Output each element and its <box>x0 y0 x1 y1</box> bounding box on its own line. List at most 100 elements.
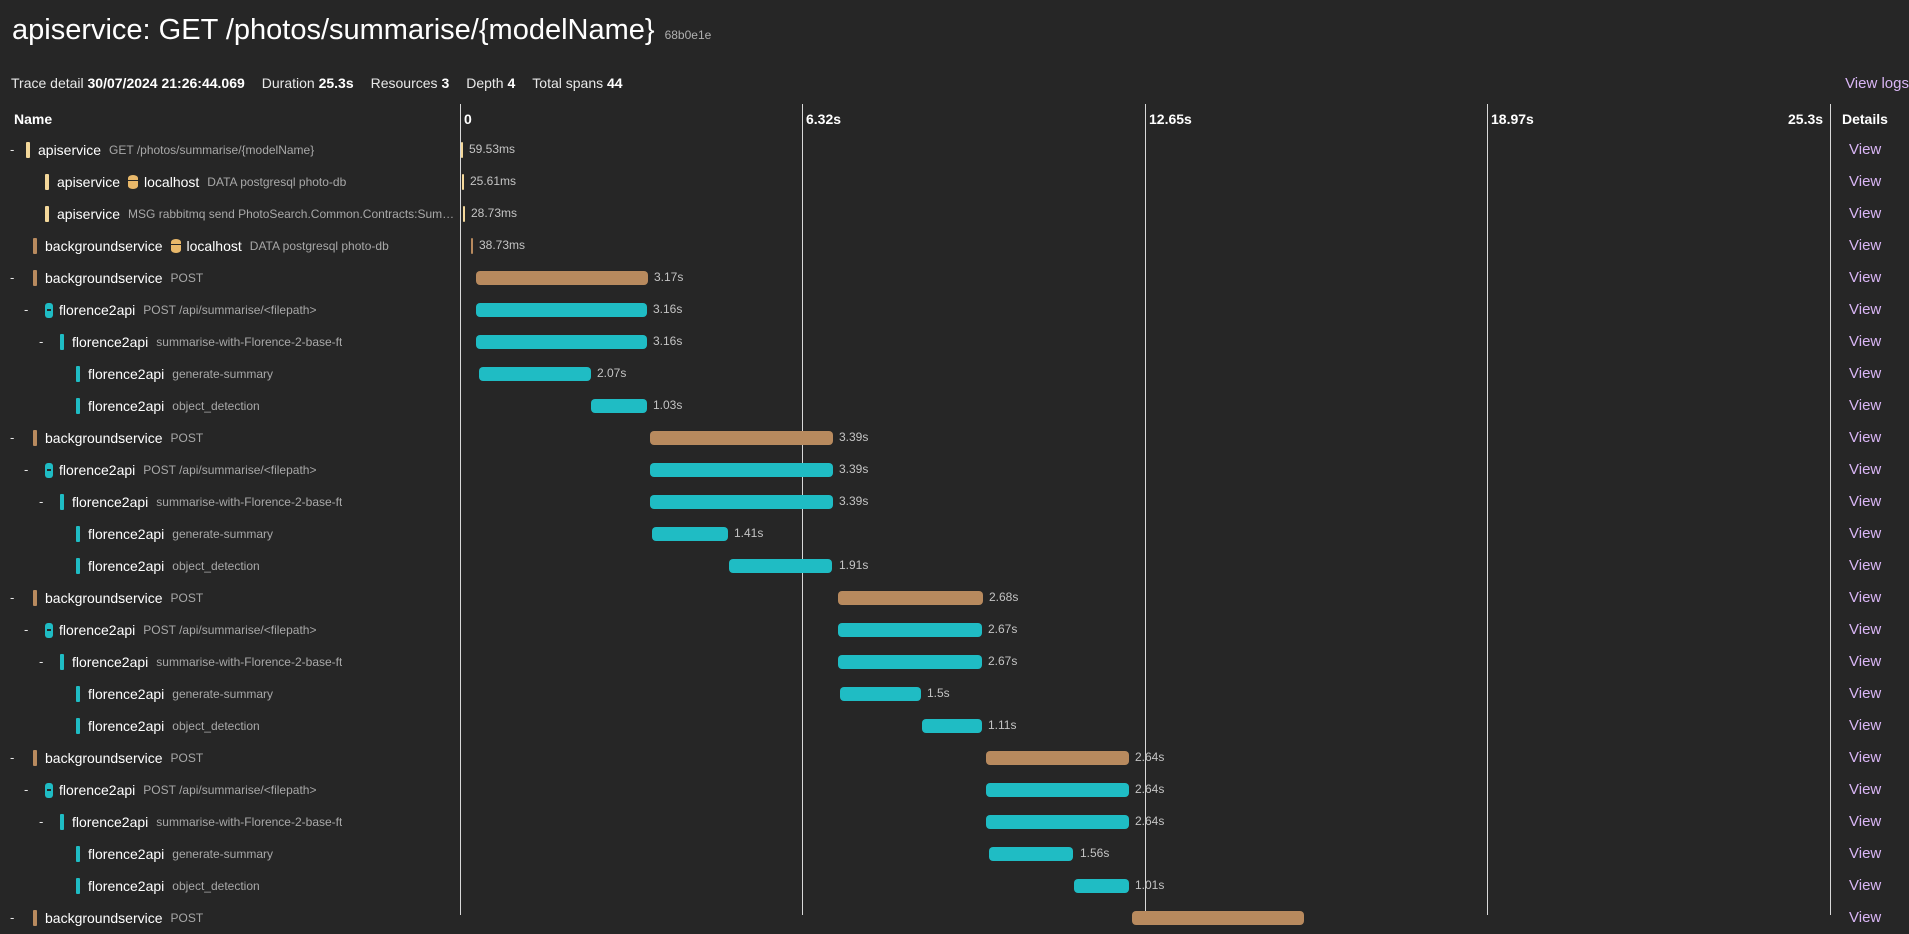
collapse-toggle[interactable]: - <box>10 590 15 605</box>
collapse-toggle[interactable]: - <box>10 270 15 285</box>
view-details-link[interactable]: View <box>1849 845 1882 862</box>
span-duration-bar[interactable] <box>476 303 647 317</box>
span-duration-bar[interactable] <box>462 174 464 190</box>
view-details-link[interactable]: View <box>1849 173 1882 190</box>
span-duration-bar[interactable] <box>729 559 832 573</box>
view-details-link[interactable]: View <box>1849 397 1882 414</box>
span-duration-bar[interactable] <box>471 238 473 254</box>
view-details-link[interactable]: View <box>1849 685 1882 702</box>
span-duration-bar[interactable] <box>650 431 833 445</box>
view-details-link[interactable]: View <box>1849 493 1882 510</box>
view-details-link[interactable]: View <box>1849 301 1882 318</box>
view-details-link[interactable]: View <box>1849 237 1882 254</box>
collapse-toggle[interactable]: - <box>10 750 15 765</box>
view-details-link[interactable]: View <box>1849 909 1882 926</box>
span-duration-bar[interactable] <box>650 495 833 509</box>
span-duration-bar[interactable] <box>986 751 1129 765</box>
view-details-link[interactable]: View <box>1849 813 1882 830</box>
span-duration-bar[interactable] <box>476 335 647 349</box>
span-duration-bar[interactable] <box>986 783 1129 797</box>
view-details-link[interactable]: View <box>1849 525 1882 542</box>
span-duration-bar[interactable] <box>461 142 463 158</box>
span-duration-label: 1.56s <box>1080 846 1110 860</box>
view-details-link[interactable]: View <box>1849 589 1882 606</box>
span-duration-bar[interactable] <box>652 527 728 541</box>
collapse-toggle[interactable]: - <box>24 302 29 317</box>
view-details-link[interactable]: View <box>1849 429 1882 446</box>
collapse-toggle[interactable]: - <box>24 782 29 797</box>
span-duration-bar[interactable] <box>840 687 921 701</box>
span-duration-bar[interactable] <box>838 623 982 637</box>
service-color-indicator <box>76 526 80 542</box>
collapse-toggle[interactable]: - <box>39 814 44 829</box>
view-details-link[interactable]: View <box>1849 877 1882 894</box>
collapse-toggle[interactable]: - <box>10 142 15 157</box>
timeline-gridline <box>1145 104 1146 915</box>
collapse-toggle[interactable]: - <box>10 910 15 925</box>
span-duration-bar[interactable] <box>476 271 648 285</box>
span-duration-bar[interactable] <box>1074 879 1129 893</box>
trace-title-row: apiservice: GET /photos/summarise/{model… <box>12 14 711 47</box>
span-duration-bar[interactable] <box>1132 911 1304 925</box>
span-duration-bar[interactable] <box>463 206 465 222</box>
view-details-link[interactable]: View <box>1849 365 1882 382</box>
span-duration-bar[interactable] <box>591 399 647 413</box>
view-details-link[interactable]: View <box>1849 141 1882 158</box>
collapse-toggle[interactable]: - <box>24 462 29 477</box>
collapse-toggle[interactable]: - <box>10 430 15 445</box>
span-duration-bar[interactable] <box>838 655 982 669</box>
service-color-indicator <box>60 814 64 830</box>
view-details-link[interactable]: View <box>1849 269 1882 286</box>
view-logs-link[interactable]: View logs <box>1845 75 1909 92</box>
span-duration-bar[interactable] <box>838 591 983 605</box>
view-details-link[interactable]: View <box>1849 461 1882 478</box>
view-details-link[interactable]: View <box>1849 749 1882 766</box>
span-duration-label: 3.39s <box>839 430 869 444</box>
view-details-link[interactable]: View <box>1849 621 1882 638</box>
view-details-link[interactable]: View <box>1849 717 1882 734</box>
collapse-toggle[interactable]: - <box>24 622 29 637</box>
collapse-toggle[interactable]: - <box>39 334 44 349</box>
span-duration-bar[interactable] <box>922 719 982 733</box>
span-duration-bar[interactable] <box>989 847 1073 861</box>
view-details-link[interactable]: View <box>1849 333 1882 350</box>
span-duration-bar[interactable] <box>479 367 591 381</box>
span-duration-bar[interactable] <box>650 463 833 477</box>
span-duration-bar[interactable] <box>986 815 1129 829</box>
view-details-link[interactable]: View <box>1849 653 1882 670</box>
collapse-toggle[interactable]: - <box>39 654 44 669</box>
view-details-link[interactable]: View <box>1849 781 1882 798</box>
collapse-toggle[interactable]: - <box>39 494 44 509</box>
view-details-link[interactable]: View <box>1849 205 1882 222</box>
view-details-link[interactable]: View <box>1849 557 1882 574</box>
